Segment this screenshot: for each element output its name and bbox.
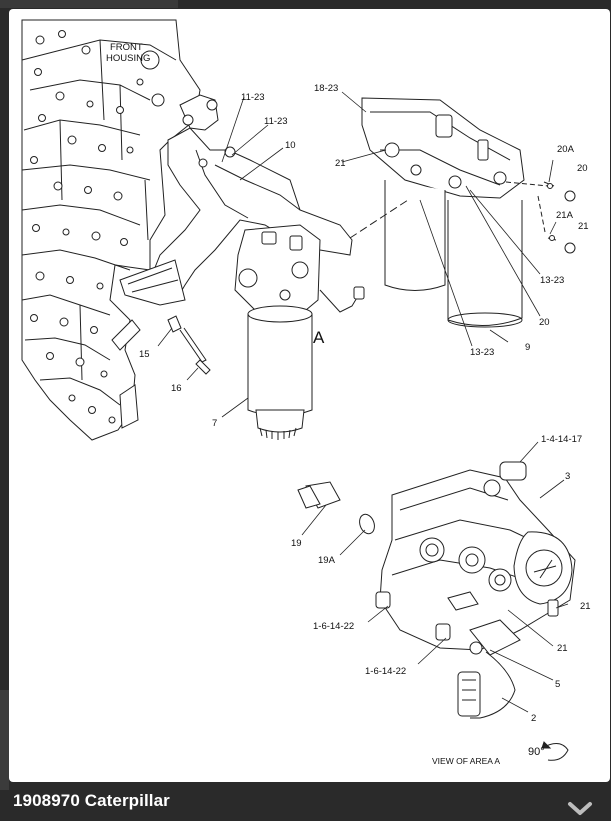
label-5: 5: [555, 679, 560, 690]
engine-block: [21, 19, 201, 441]
label-16: 16: [171, 383, 182, 394]
label-3: 3: [565, 471, 570, 482]
label-11-23-a: 11-23: [241, 92, 265, 103]
area-a-label: A: [313, 328, 325, 347]
rotation-label: 90°: [528, 746, 545, 758]
label-19a: 19A: [318, 555, 336, 566]
label-19: 19: [291, 538, 302, 549]
label-21-left: 21: [335, 158, 346, 169]
label-21-detail-b: 21: [557, 643, 568, 654]
label-1-6-14-22-b: 1-6-14-22: [365, 666, 406, 677]
diagram-card[interactable]: FRONT HOUSING 11-23 11-23 10 18-23 21 20…: [9, 9, 610, 782]
label-20-mid: 20: [539, 317, 550, 328]
label-10: 10: [285, 140, 296, 151]
bolt-15-16: [167, 315, 211, 375]
detail-view-a: [297, 461, 576, 761]
side-strip: [0, 690, 9, 790]
part-labels: FRONT HOUSING 11-23 11-23 10 18-23 21 20…: [106, 42, 591, 766]
label-11-23-b: 11-23: [264, 116, 288, 127]
label-18-23: 18-23: [314, 83, 338, 94]
label-21-detail-a: 21: [580, 601, 591, 612]
mounting-bracket: [119, 94, 353, 306]
label-1-6-14-22-a: 1-6-14-22: [313, 621, 354, 632]
label-9: 9: [525, 342, 530, 353]
label-2: 2: [531, 713, 536, 724]
primary-filter-assembly: [234, 224, 365, 440]
label-15: 15: [139, 349, 150, 360]
front-housing-label-line2: HOUSING: [106, 53, 150, 64]
label-13-23-b: 13-23: [470, 347, 494, 358]
view-of-area-label: VIEW OF AREA A: [432, 756, 500, 766]
image-caption: 1908970 Caterpillar: [13, 791, 170, 810]
label-20: 20: [577, 163, 588, 174]
front-housing-label-line1: FRONT: [110, 42, 143, 53]
label-7: 7: [212, 418, 217, 429]
leader-lines: [157, 91, 569, 713]
background-strip: [0, 0, 178, 8]
secondary-filter-assembly: [349, 97, 576, 328]
label-21-right: 21: [578, 221, 589, 232]
label-1-4-14-17: 1-4-14-17: [541, 434, 582, 445]
chevron-down-icon[interactable]: [566, 800, 594, 818]
parts-diagram: FRONT HOUSING 11-23 11-23 10 18-23 21 20…: [21, 19, 591, 766]
label-13-23-a: 13-23: [540, 275, 564, 286]
label-20a: 20A: [557, 144, 575, 155]
label-21a: 21A: [556, 210, 574, 221]
